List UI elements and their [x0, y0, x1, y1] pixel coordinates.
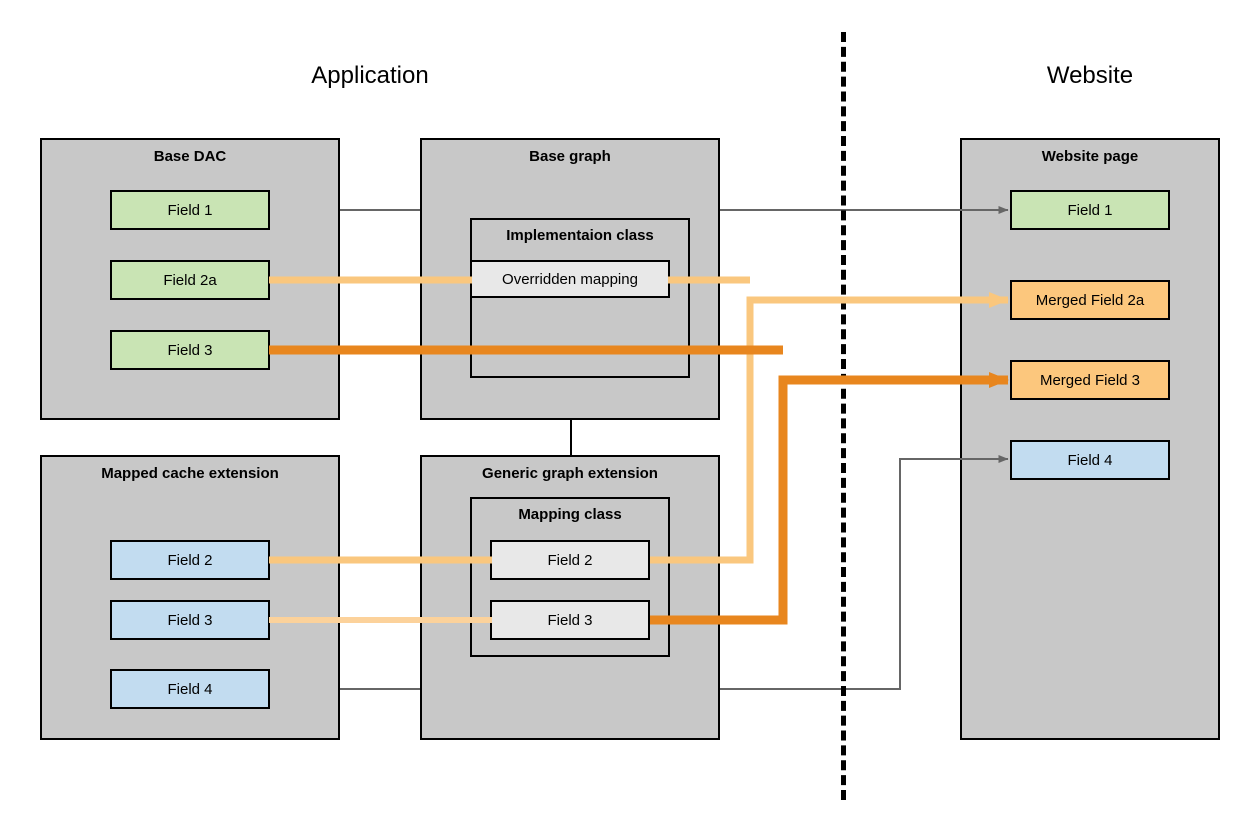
- mapped-cache-extension-title: Mapped cache extension: [101, 465, 279, 482]
- frame-implementation-class: Implementaion class: [470, 218, 690, 378]
- field-overridden-mapping[interactable]: Overridden mapping: [470, 260, 670, 298]
- website-section-title: Website: [1046, 62, 1134, 89]
- base-graph-title: Base graph: [529, 148, 611, 165]
- field-mapping-class-field3[interactable]: Field 3: [490, 600, 650, 640]
- field-website-field1[interactable]: Field 1: [1010, 190, 1170, 230]
- implementation-class-title: Implementaion class: [506, 227, 654, 244]
- field-cache-field3[interactable]: Field 3: [110, 600, 270, 640]
- application-website-divider: [841, 32, 846, 800]
- website-page-title: Website page: [1041, 148, 1139, 165]
- field-base-dac-field2a[interactable]: Field 2a: [110, 260, 270, 300]
- application-section-title: Application: [311, 62, 429, 89]
- container-mapped-cache-extension: Mapped cache extension: [40, 455, 340, 740]
- field-website-merged-field2a[interactable]: Merged Field 2a: [1010, 280, 1170, 320]
- base-dac-title: Base DAC: [153, 148, 227, 165]
- generic-graph-extension-title: Generic graph extension: [482, 465, 658, 482]
- field-website-field4[interactable]: Field 4: [1010, 440, 1170, 480]
- field-website-merged-field3[interactable]: Merged Field 3: [1010, 360, 1170, 400]
- field-base-dac-field1[interactable]: Field 1: [110, 190, 270, 230]
- field-cache-field4[interactable]: Field 4: [110, 669, 270, 709]
- field-cache-field2[interactable]: Field 2: [110, 540, 270, 580]
- mapping-class-title: Mapping class: [518, 506, 622, 523]
- field-mapping-class-field2[interactable]: Field 2: [490, 540, 650, 580]
- field-base-dac-field3[interactable]: Field 3: [110, 330, 270, 370]
